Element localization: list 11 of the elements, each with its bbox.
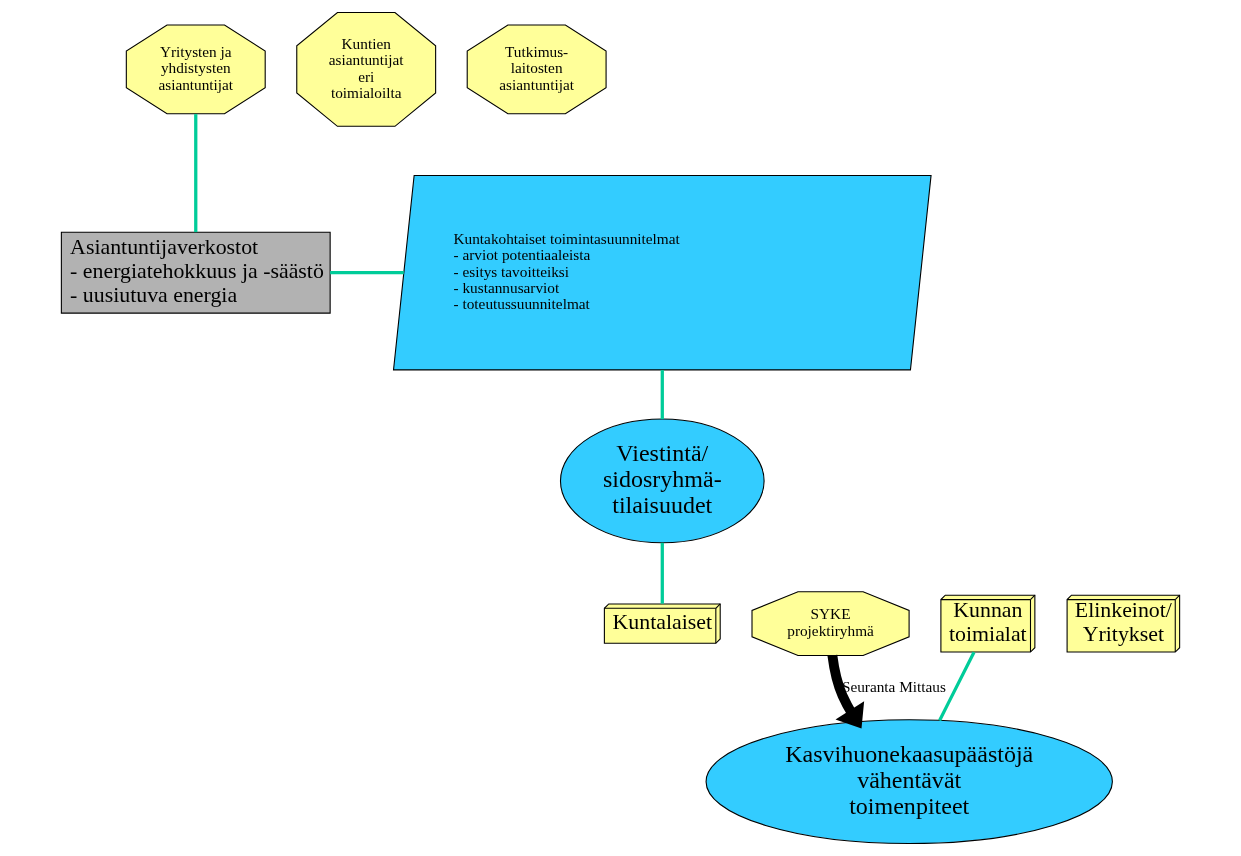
edge-label: Seuranta Mittaus (841, 677, 946, 695)
connector (194, 114, 198, 233)
connector (660, 370, 664, 420)
connector (330, 271, 404, 275)
node-box: Kuntakohtaiset toimintasuunnitelmat - arviot potentiaaleista - esitys tavoitteiksi - kustannusarviot - toteutussuunnitelmat (392, 174, 932, 371)
arrow (827, 654, 865, 729)
connector (660, 542, 664, 604)
node-box: Asiantuntijaverkostot - energiatehokkuus ja -säästö - uusiutuva energia (60, 231, 331, 314)
connector (938, 651, 976, 722)
node-ellipse: Viestintä/ sidosryhmä- tilaisuudet (559, 418, 765, 544)
node-ellipse: Kasvihuonekaasupäästöjä vähentävät toimenpiteet (705, 719, 1113, 845)
